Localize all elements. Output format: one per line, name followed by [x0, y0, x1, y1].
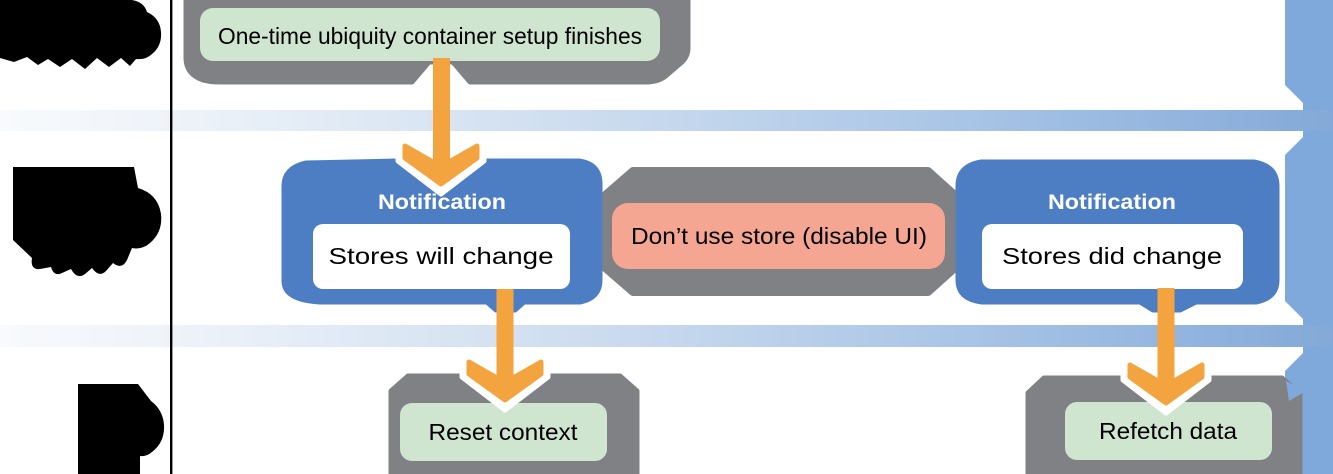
redacted-label-bottom [78, 384, 165, 474]
arrow-refetch-stem [1157, 288, 1175, 383]
disable-node [612, 203, 945, 269]
arrow-setup-stem [433, 58, 450, 164]
redacted-label-middle [13, 167, 162, 277]
arrow-reset-stem [496, 289, 514, 380]
redacted-label-top [0, 0, 162, 69]
refetch-node-label: Refetch data [1099, 418, 1237, 444]
notification-will-title: Notification [378, 191, 506, 214]
reset-node [400, 403, 607, 461]
refetch-node [1065, 402, 1272, 460]
notification-will-label: Stores will change [329, 243, 554, 269]
separator-line [170, 0, 173, 474]
arrow-reset-head [466, 359, 544, 403]
arrow-refetch-head [1127, 362, 1205, 406]
setup-node [200, 8, 660, 61]
reset-node-label: Reset context [429, 419, 579, 445]
notification-did-title: Notification [1048, 191, 1176, 214]
timeline-notch-wedge [1286, 381, 1306, 401]
setup-node-label: One-time ubiquity container setup finish… [218, 23, 642, 49]
lane-band-top [0, 110, 1333, 131]
lane-band-bottom [0, 325, 1333, 347]
notification-will-inner [313, 224, 570, 289]
notification-did-label: Stores did change [1002, 243, 1222, 269]
disable-node-label: Don’t use store (disable UI) [631, 223, 927, 249]
arrow-setup-head [402, 143, 480, 187]
notification-did-inner [982, 224, 1243, 289]
